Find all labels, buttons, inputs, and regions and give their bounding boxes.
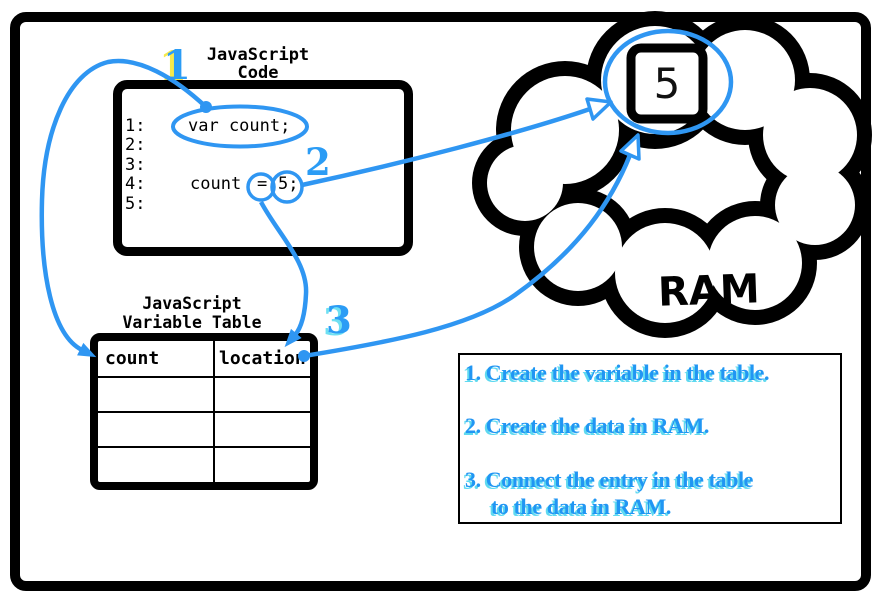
line-number-2: 2:	[125, 135, 146, 156]
legend-item-3-line1: 3. Connect the entry in the table	[465, 467, 754, 492]
table-empty-row	[98, 448, 310, 482]
code-row-4: 4: count = 5;	[125, 174, 405, 195]
table-header-location: location	[219, 348, 306, 369]
code-row-1: 1: var count;	[125, 116, 405, 136]
step-label-2: 2	[305, 140, 331, 184]
table-empty-row	[98, 378, 310, 413]
assignment-variable: count	[190, 174, 242, 195]
assignment-value: 5;	[278, 174, 299, 195]
variable-table-title-line2: Variable Table	[122, 313, 262, 332]
ram-label: RAM	[657, 266, 761, 316]
variable-table-title: JavaScript Variable Table	[77, 294, 307, 332]
line-number-4: 4:	[125, 174, 146, 195]
code-box-title-line1: JavaScript	[206, 45, 310, 65]
table-empty-cell	[98, 378, 215, 411]
step-label-3: 3	[326, 298, 352, 342]
variable-table: count location	[90, 333, 318, 490]
code-lines: 1: var count; 2: 3: 4: count = 5; 5:	[125, 116, 405, 214]
var-declaration-code: var count;	[188, 116, 291, 136]
code-box-title-line2: Code	[237, 63, 279, 83]
legend-box: 1. Create the variable in the table. 2. …	[458, 353, 842, 524]
code-row-5: 5:	[125, 193, 405, 214]
table-empty-cell	[98, 448, 215, 482]
table-empty-row	[98, 413, 310, 448]
code-box-title: JavaScript Code	[113, 46, 403, 82]
legend-item-2: 2. Create the data in RAM.	[465, 413, 709, 438]
assignment-operator: =	[257, 174, 268, 195]
table-empty-cell	[215, 413, 310, 446]
line-number-1: 1:	[125, 116, 146, 136]
line-number-3: 3:	[125, 154, 146, 175]
legend-item-3-line2: to the data in RAM.	[491, 494, 672, 519]
code-row-2: 2:	[125, 136, 405, 155]
table-empty-cell	[215, 448, 310, 482]
line-number-5: 5:	[125, 193, 146, 214]
table-header-row: count location	[98, 341, 310, 378]
step-label-1: 1	[163, 42, 191, 89]
code-row-3: 3:	[125, 154, 405, 175]
table-header-count: count	[98, 341, 215, 376]
legend-item-1: 1. Create the variable in the table.	[465, 360, 770, 385]
table-empty-cell	[215, 378, 310, 411]
variable-table-title-line1: JavaScript	[142, 294, 242, 313]
outer-frame	[10, 12, 871, 591]
table-empty-cell	[98, 413, 215, 446]
